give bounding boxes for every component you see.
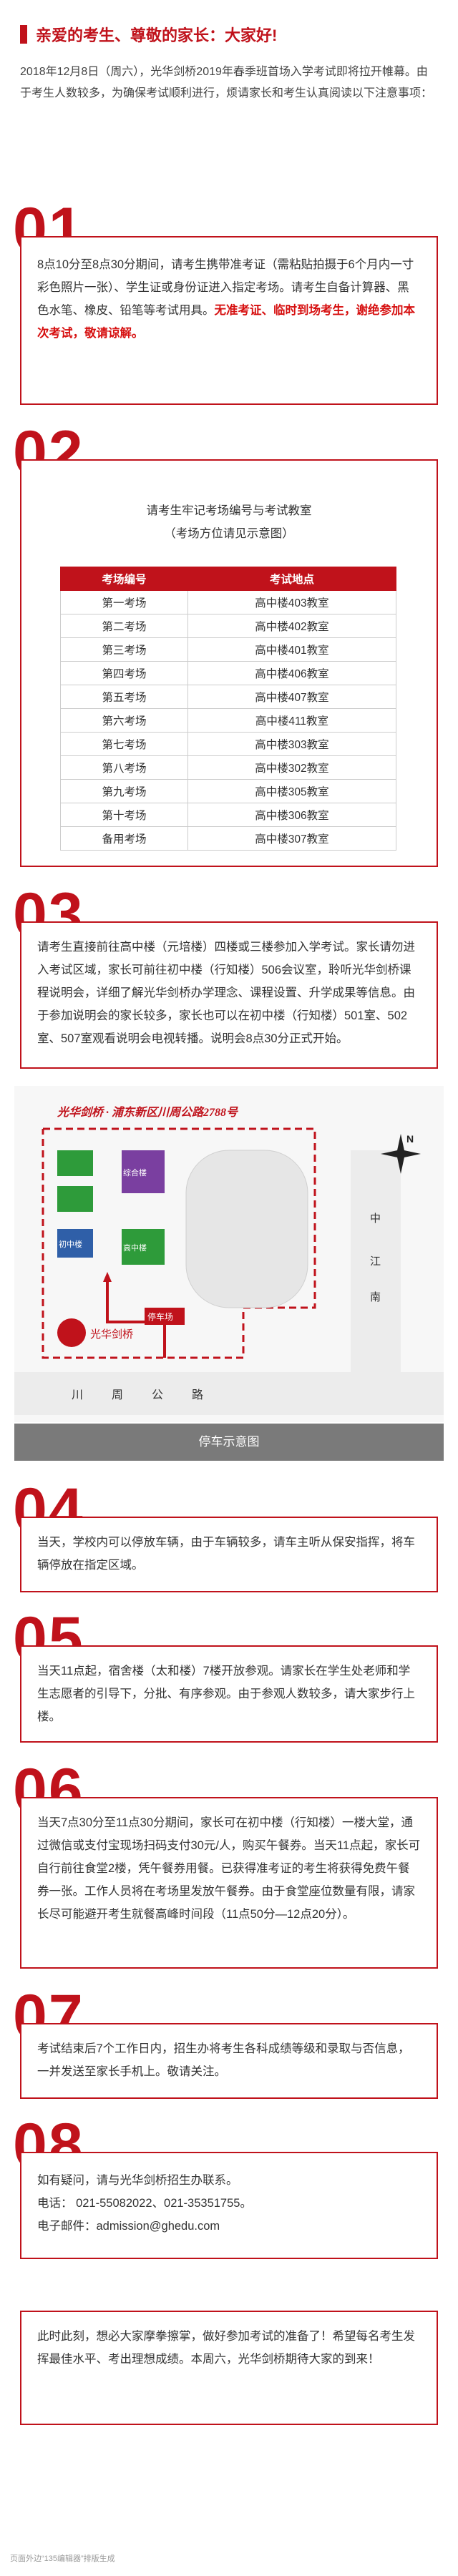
header-location: 考试地点 [187,567,397,591]
map-building-green-3 [122,1229,165,1265]
table-row: 第九考场高中楼305教室 [60,779,397,803]
section-card-03: 请考生直接前往高中楼（元培楼）四楼或三楼参加入学考试。家长请勿进入考试区域，家长… [20,921,438,1069]
map-label-b2: 初中楼 [59,1239,82,1249]
map-logo-text: 光华剑桥 [90,1328,133,1341]
map-banner: 光华剑桥 · 浦东新区川周公路2788号 [57,1106,239,1119]
table-cell: 第八考场 [60,755,188,780]
table-row: 第二考场高中楼402教室 [60,614,397,638]
table-row: 第一考场高中楼403教室 [60,590,397,614]
section-07-text: 考试结束后7个工作日内，招生办将考生各科成绩等级和录取与否信息，一并发送至家长手… [37,2042,410,2078]
section-card-01: 8点10分至8点30分期间，请考生携带准考证（需粘贴拍摄于6个月内一寸彩色照片一… [20,236,438,405]
table-cell: 第七考场 [60,732,188,756]
section-01-body: 8点10分至8点30分期间，请考生携带准考证（需粘贴拍摄于6个月内一寸彩色照片一… [37,258,414,317]
closing-box: 此时此刻，想必大家摩拳擦掌，做好参加考试的准备了！希望每名考生发挥最佳水平、考出… [20,2311,438,2425]
table-header-row: 考场编号 考试地点 [60,567,397,591]
table-row: 第七考场高中楼303教室 [60,732,397,756]
table-cell: 高中楼403教室 [187,590,397,614]
map-building-purple [122,1150,165,1193]
table-cell: 高中楼407教室 [187,685,397,709]
table-row: 第五考场高中楼407教室 [60,685,397,709]
map-label-gate: 停车场 [147,1311,173,1322]
table-cell: 第九考场 [60,779,188,803]
table-row: 第四考场高中楼406教室 [60,661,397,685]
section-06-text: 当天7点30分至11点30分期间，家长可在初中楼（行知楼）一楼大堂，通过微信或支… [37,1816,421,1921]
section-card-06: 当天7点30分至11点30分期间，家长可在初中楼（行知楼）一楼大堂，通过微信或支… [20,1797,438,1969]
section-card-04: 当天，学校内可以停放车辆，由于车辆较多，请车主听从保安指挥，将车辆停放在指定区域… [20,1517,438,1592]
header-room-number: 考场编号 [60,567,188,591]
map-road-bottom: 川周公路 [72,1389,232,1401]
table-row: 第三考场高中楼401教室 [60,637,397,662]
map-building-green-1 [57,1150,93,1176]
map-building-green-2 [57,1186,93,1212]
table-cell: 高中楼402教室 [187,614,397,638]
map-road-right-1: 中 [370,1213,381,1225]
campus-map: 光华剑桥 · 浦东新区川周公路2788号 中 江 南 N 初中楼 综合楼 [14,1086,444,1422]
contact-phone: 电话： 021-55082022、021-35351755。 [37,2197,252,2210]
table-cell: 第三考场 [60,637,188,662]
section-01-warning: 无准考证、临时到场考生，谢绝参加本次考试，敬请谅解。 [37,304,415,340]
school-logo-icon [57,1318,86,1347]
table-row: 第六考场高中楼411教室 [60,708,397,733]
map-label-b3: 高中楼 [123,1243,147,1253]
map-road-right-3: 南 [370,1291,381,1303]
contact-email: 电子邮件：admission@ghedu.com [37,2220,220,2233]
table-row: 备用考场高中楼307教室 [60,826,397,851]
section-card-08: 如有疑问，请与光华剑桥招生办联系。 电话： 021-55082022、021-3… [20,2152,438,2259]
footnote: 页面外边“135编辑器”排版生成 [10,2555,115,2563]
section-03-text: 请考生直接前往高中楼（元培楼）四楼或三楼参加入学考试。家长请勿进入考试区域，家长… [37,941,415,1045]
exam-room-table: 考场编号 考试地点 第一考场高中楼403教室 第二考场高中楼402教室 第三考场… [60,567,397,851]
section-card-05: 当天11点起，宿舍楼（太和楼）7楼开放参观。请家长在学生处老师和学生志愿者的引导… [20,1645,438,1743]
section-01-text: 8点10分至8点30分期间，请考生携带准考证（需粘贴拍摄于6个月内一寸彩色照片一… [37,253,421,345]
section-04-text: 当天，学校内可以停放车辆，由于车辆较多，请车主听从保安指挥，将车辆停放在指定区域… [37,1536,415,1572]
compass-icon: N [381,1133,421,1174]
table-cell: 高中楼406教室 [187,661,397,685]
table-cell: 高中楼306教室 [187,803,397,827]
table-cell: 高中楼411教室 [187,708,397,733]
section-08-text: 如有疑问，请与光华剑桥招生办联系。 电话： 021-55082022、021-3… [37,2169,421,2238]
table-cell: 高中楼307教室 [187,826,397,851]
table-row: 第十考场高中楼306教室 [60,803,397,827]
contact-line-1: 如有疑问，请与光华剑桥招生办联系。 [37,2174,238,2187]
map-caption: 停车示意图 [14,1424,444,1461]
map-building-blue [57,1229,93,1258]
table-cell: 第二考场 [60,614,188,638]
table-cell: 高中楼305教室 [187,779,397,803]
section-05-text: 当天11点起，宿舍楼（太和楼）7楼开放参观。请家长在学生处老师和学生志愿者的引导… [37,1665,415,1723]
table-cell: 第五考场 [60,685,188,709]
section-card-02: 请考生牢记考场编号与考试教室 （考场方位请见示意图） 考场编号 考试地点 第一考… [20,459,438,867]
campus-map-drawing: 光华剑桥 · 浦东新区川周公路2788号 中 江 南 N 初中楼 综合楼 [14,1086,444,1422]
table-cell: 高中楼303教室 [187,732,397,756]
map-label-b1: 综合楼 [123,1167,147,1177]
exam-room-title: 请考生牢记考场编号与考试教室 [146,504,312,517]
intro-paragraph: 2018年12月8日（周六），光华剑桥2019年春季班首场入学考试即将拉开帷幕。… [20,66,433,99]
map-road-right-2: 江 [370,1255,381,1268]
table-cell: 备用考场 [60,826,188,851]
table-cell: 第六考场 [60,708,188,733]
table-cell: 高中楼302教室 [187,755,397,780]
compass-label: N [406,1133,414,1145]
section-card-07: 考试结束后7个工作日内，招生办将考生各科成绩等级和录取与否信息，一并发送至家长手… [20,2023,438,2099]
table-cell: 第十考场 [60,803,188,827]
table-cell: 第一考场 [60,590,188,614]
red-marker [20,25,27,44]
greeting-text: 亲爱的考生、尊敬的家长：大家好! [36,26,278,44]
greeting-header: 亲爱的考生、尊敬的家长：大家好! [20,23,277,46]
table-cell: 第四考场 [60,661,188,685]
exam-room-subtitle: （考场方位请见示意图） [164,527,294,540]
closing-text: 此时此刻，想必大家摩拳擦掌，做好参加考试的准备了！希望每名考生发挥最佳水平、考出… [37,2330,415,2366]
table-cell: 高中楼401教室 [187,637,397,662]
table-row: 第八考场高中楼302教室 [60,755,397,780]
map-parking-tag [145,1308,185,1325]
